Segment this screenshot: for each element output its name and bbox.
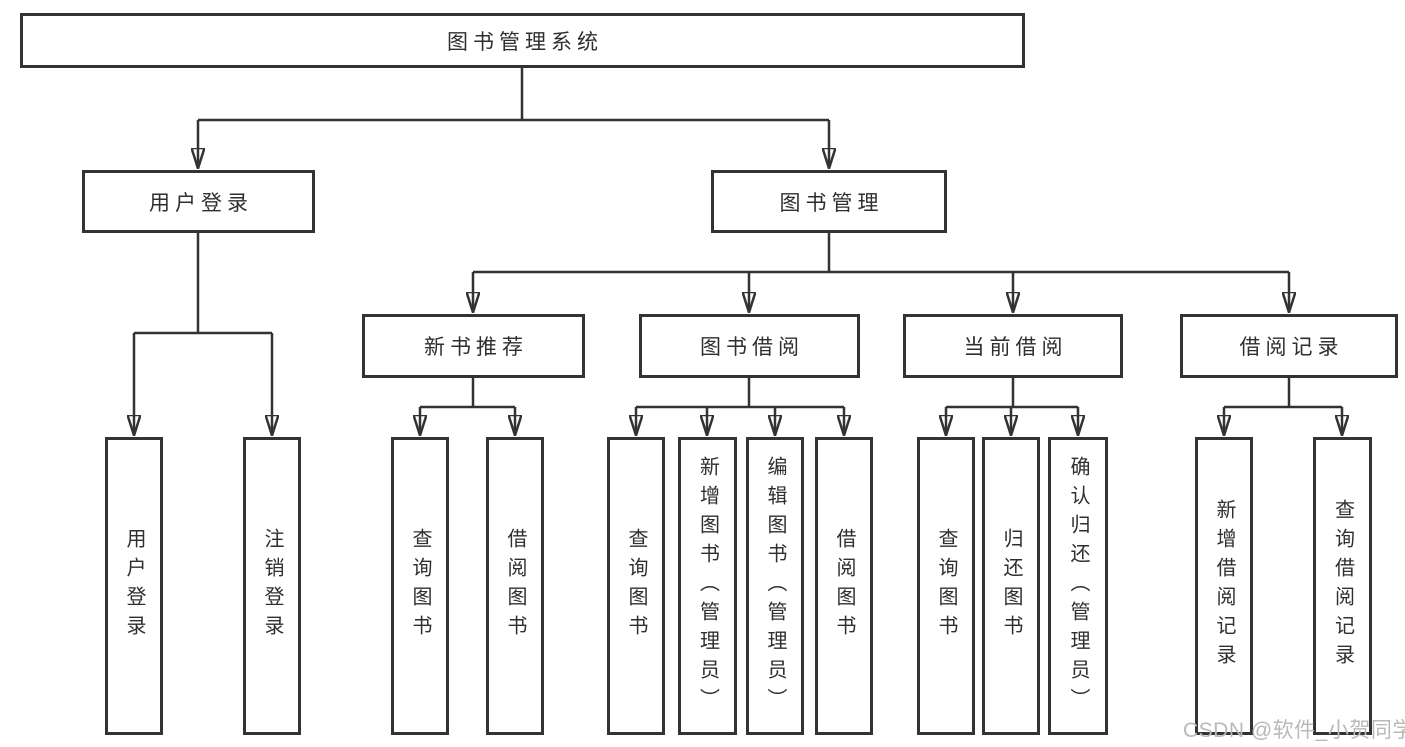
node-borrow-records-label: 借阅记录 bbox=[1239, 336, 1344, 359]
leaf-borrow-books-2-label: 借阅图书 bbox=[833, 528, 855, 644]
leaf-query-borrow-record: 查询借阅记录 bbox=[1313, 437, 1372, 735]
node-root-label: 图书管理系统 bbox=[447, 30, 603, 54]
leaf-add-book-admin-label: 新增图书（管理员） bbox=[696, 455, 719, 717]
node-new-book-recommend-label: 新书推荐 bbox=[424, 336, 528, 359]
leaf-edit-book-admin-label: 编辑图书（管理员） bbox=[764, 455, 786, 717]
leaf-logout: 注销登录 bbox=[243, 437, 301, 735]
node-borrow-records: 借阅记录 bbox=[1180, 314, 1398, 378]
leaf-return-book-label: 归还图书 bbox=[1000, 528, 1022, 644]
node-root: 图书管理系统 bbox=[20, 13, 1025, 68]
csdn-watermark: CSDN @软件_小贺同学 bbox=[1183, 719, 1405, 742]
node-user-login-label: 用户登录 bbox=[149, 191, 253, 215]
node-book-management: 图书管理 bbox=[711, 170, 947, 233]
node-book-borrow-label: 图书借阅 bbox=[700, 336, 804, 359]
leaf-logout-label: 注销登录 bbox=[261, 528, 283, 644]
node-current-borrow-label: 当前借阅 bbox=[963, 336, 1068, 359]
leaf-add-borrow-record: 新增借阅记录 bbox=[1195, 437, 1253, 735]
node-new-book-recommend: 新书推荐 bbox=[362, 314, 585, 378]
node-book-management-label: 图书管理 bbox=[779, 191, 884, 215]
leaf-confirm-return-admin: 确认归还（管理员） bbox=[1048, 437, 1108, 735]
node-book-borrow: 图书借阅 bbox=[639, 314, 860, 378]
leaf-query-books-2-label: 查询图书 bbox=[625, 528, 647, 644]
leaf-borrow-books-2: 借阅图书 bbox=[815, 437, 873, 735]
leaf-query-books-3: 查询图书 bbox=[917, 437, 975, 735]
leaf-add-book-admin: 新增图书（管理员） bbox=[678, 437, 737, 735]
leaf-query-books-3-label: 查询图书 bbox=[935, 528, 957, 644]
leaf-edit-book-admin: 编辑图书（管理员） bbox=[746, 437, 804, 735]
leaf-add-borrow-record-label: 新增借阅记录 bbox=[1213, 499, 1235, 673]
leaf-query-books-1: 查询图书 bbox=[391, 437, 449, 735]
leaf-query-books-2: 查询图书 bbox=[607, 437, 665, 735]
leaf-borrow-books-1: 借阅图书 bbox=[486, 437, 544, 735]
leaf-confirm-return-admin-label: 确认归还（管理员） bbox=[1067, 455, 1089, 717]
leaf-return-book: 归还图书 bbox=[982, 437, 1040, 735]
leaf-user-login-label: 用户登录 bbox=[123, 528, 145, 644]
leaf-query-borrow-record-label: 查询借阅记录 bbox=[1331, 499, 1354, 673]
node-current-borrow: 当前借阅 bbox=[903, 314, 1123, 378]
node-user-login: 用户登录 bbox=[82, 170, 315, 233]
leaf-query-books-1-label: 查询图书 bbox=[409, 528, 431, 644]
leaf-user-login: 用户登录 bbox=[105, 437, 163, 735]
leaf-borrow-books-1-label: 借阅图书 bbox=[504, 528, 526, 644]
